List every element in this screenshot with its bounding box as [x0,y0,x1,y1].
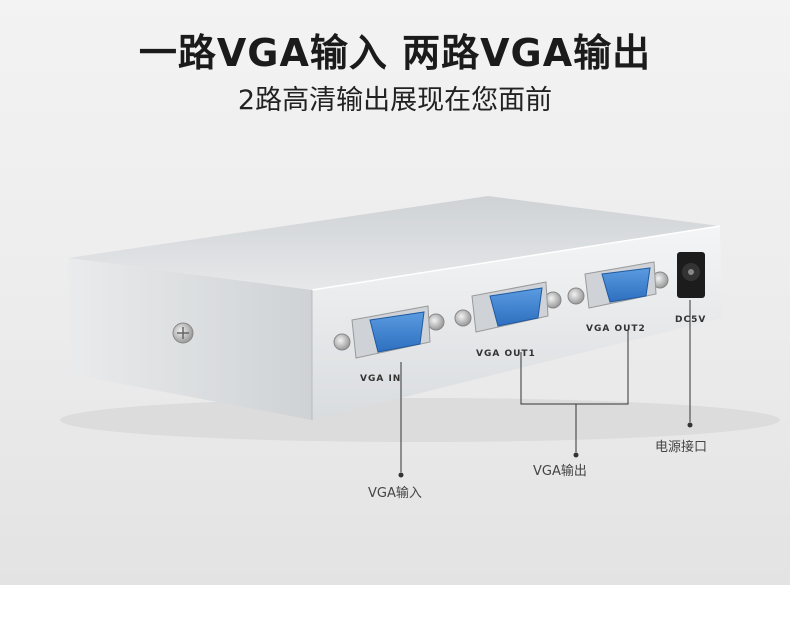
power-port-callout: 电源接口 [655,440,708,455]
vga-output-callout: VGA输出 [533,464,587,479]
vga-out1-label: VGA OUT1 [476,349,536,359]
dc-label: DC5V [675,315,706,325]
side-screw [172,322,194,344]
vga-input-callout: VGA输入 [368,486,422,501]
vga-splitter-device: VGA IN VGA OUT1 VGA OUT2 DC5V [60,196,780,478]
vga-out1-port [454,281,562,333]
headline: 一路VGA输入 两路VGA输出 [138,31,652,75]
vga-in-port [333,305,445,359]
vga-out2-port [567,261,669,309]
vga-in-label: VGA IN [360,374,401,384]
device-top [68,196,720,290]
dc-power-jack [677,252,705,298]
subline: 2路高清输出展现在您面前 [237,85,553,116]
vga-out2-label: VGA OUT2 [586,324,646,334]
callout-lines [400,300,691,472]
